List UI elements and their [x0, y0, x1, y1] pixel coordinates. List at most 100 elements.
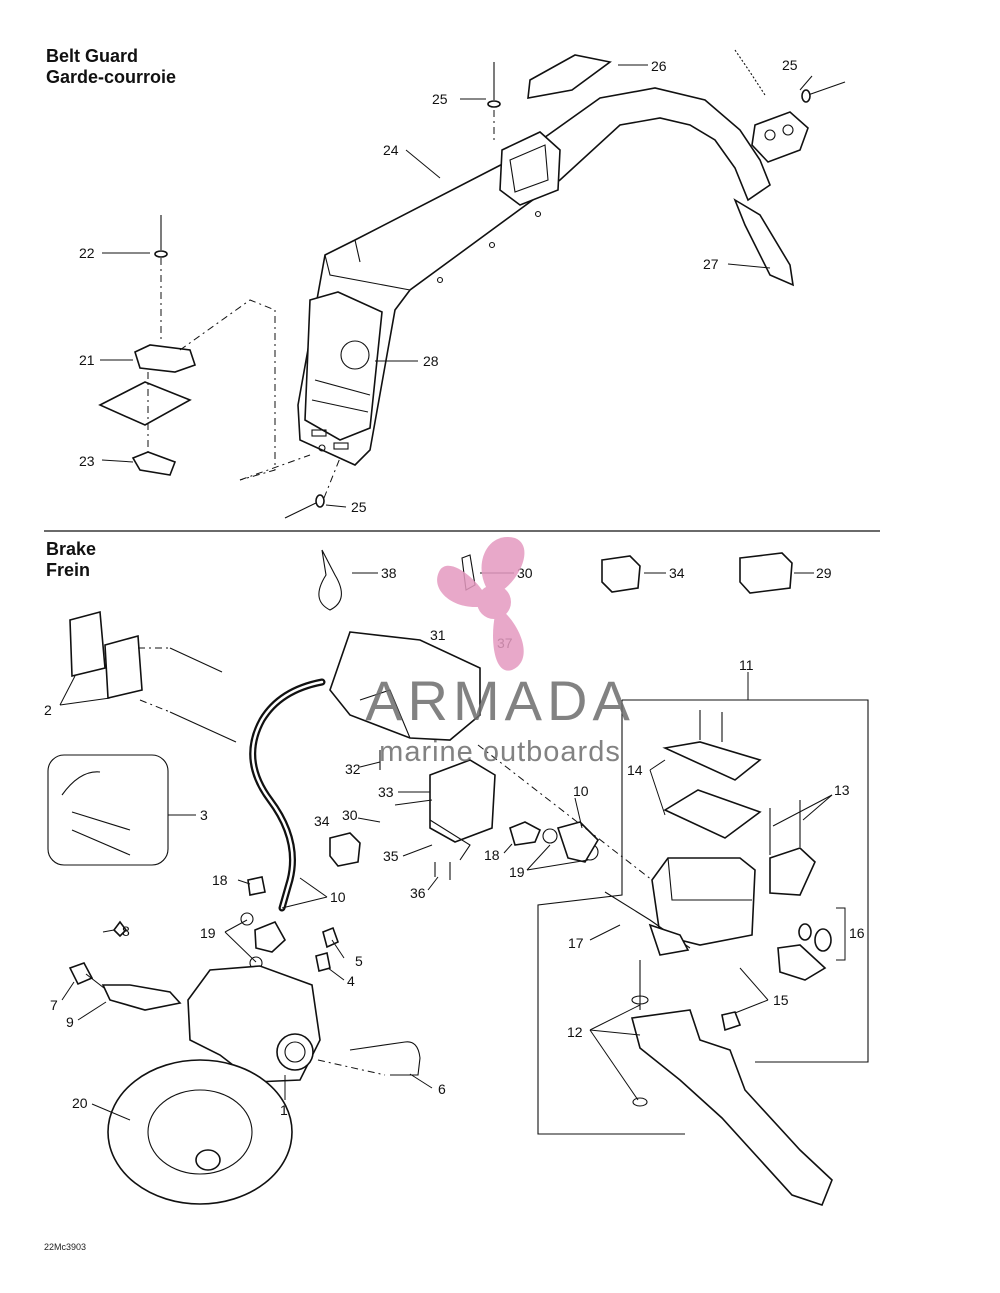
bleeder-screw	[315, 952, 331, 972]
brake-disc-hub	[147, 1089, 253, 1175]
callout-18-lower: 18	[212, 872, 228, 888]
rivet-right-shank	[807, 81, 846, 96]
guard-clip	[499, 131, 561, 206]
boot-16-b	[798, 923, 812, 941]
guard-hole-2	[436, 276, 444, 284]
cable-tie	[318, 549, 342, 611]
callout-12: 12	[567, 1024, 583, 1040]
master-cylinder-frame-2	[537, 700, 685, 1135]
connector-34-lower	[329, 832, 361, 867]
mounting-pad	[98, 381, 192, 426]
brake-pad-1	[69, 610, 106, 678]
lever-clip	[632, 1097, 648, 1107]
nut-15	[721, 1011, 742, 1032]
brake-pad-2	[104, 634, 143, 699]
washer-top	[542, 828, 558, 844]
belt-guard-edge	[324, 254, 411, 291]
label-strip	[527, 54, 612, 99]
belt-guard-edge-2	[354, 239, 361, 263]
callout-36: 36	[410, 885, 426, 901]
watermark-brand: ARMADA	[365, 669, 635, 732]
callout-25-right: 25	[782, 57, 798, 73]
propeller-icon	[437, 536, 525, 671]
callout-38: 38	[381, 565, 397, 581]
pad-pin-axis-2	[139, 699, 171, 713]
callout-19-lower: 19	[200, 925, 216, 941]
callout-9: 9	[66, 1014, 74, 1030]
callout-14: 14	[627, 762, 643, 778]
callout-30-top: 30	[517, 565, 533, 581]
rivet-right-head	[801, 89, 811, 103]
brake-title: Brake Frein	[46, 539, 96, 581]
cable-end	[648, 923, 690, 956]
callout-3: 3	[200, 807, 208, 823]
callout-20: 20	[72, 1095, 88, 1111]
callout-19-top: 19	[509, 864, 525, 880]
brake-switch	[429, 759, 496, 843]
guard-bracket-right	[751, 111, 809, 163]
callout-15: 15	[773, 992, 789, 1008]
bracket-23	[131, 451, 177, 476]
pin-kit-box	[47, 754, 169, 866]
kit-pin-1	[71, 811, 131, 831]
callout-10-lower: 10	[330, 889, 346, 905]
kit-pin-2	[71, 829, 131, 856]
rivet-bottom-head	[315, 494, 325, 508]
watermark: ARMADA marine outboards	[365, 536, 635, 768]
callout-8: 8	[122, 923, 130, 939]
spring-detail	[734, 49, 766, 96]
guard-slot-2	[333, 442, 349, 450]
belt-guard-title-fr: Garde-courroie	[46, 67, 177, 87]
guard-hole-3	[488, 241, 496, 249]
callout-34-lower: 34	[314, 813, 330, 829]
callout-25-bottom: 25	[351, 499, 367, 515]
brake-drawing	[47, 549, 869, 1206]
callout-16: 16	[849, 925, 865, 941]
callout-23: 23	[79, 453, 95, 469]
caliper-piston	[276, 1033, 314, 1071]
callout-21: 21	[79, 352, 95, 368]
figure-code: 22Mc3903	[44, 1242, 87, 1252]
banjo-fitting-lower	[254, 920, 287, 953]
callout-26: 26	[651, 58, 667, 74]
decal-stripe	[314, 379, 371, 396]
brake-lever	[630, 1009, 833, 1206]
callout-18-top: 18	[484, 847, 500, 863]
callout-22: 22	[79, 245, 95, 261]
decal-stripe-2	[311, 399, 369, 413]
banjo-bolt-top	[509, 821, 542, 846]
callout-17: 17	[568, 935, 584, 951]
banjo-fitting-top	[556, 821, 600, 863]
belt-guard-title: Belt Guard Garde-courroie	[46, 46, 176, 88]
washer-lower	[240, 912, 254, 926]
propeller-blade-3	[493, 610, 524, 671]
guard-clip-inner	[509, 144, 549, 193]
callout-13: 13	[834, 782, 850, 798]
callout-31: 31	[430, 627, 446, 643]
brake-leaders	[59, 572, 846, 1121]
callout-5: 5	[355, 953, 363, 969]
callout-2: 2	[44, 702, 52, 718]
callout-10-top: 10	[573, 783, 589, 799]
belt-guard-title-en: Belt Guard	[46, 46, 139, 66]
switch-bracket	[429, 819, 471, 861]
assembly-outline	[179, 299, 276, 481]
brake-title-en: Brake	[46, 539, 97, 559]
callout-24: 24	[383, 142, 399, 158]
handlebar-clamp	[769, 847, 816, 896]
guard-slot	[311, 429, 327, 437]
reservoir-gasket	[663, 789, 762, 839]
switch-plunger	[394, 799, 433, 806]
rivet-bottom-axis	[323, 457, 341, 499]
callout-33: 33	[378, 784, 394, 800]
callout-1: 1	[280, 1102, 288, 1118]
lever-washer	[631, 995, 649, 1005]
switch-boot-fold	[359, 689, 411, 739]
brake-disc-bore	[195, 1149, 221, 1171]
brake-title-fr: Frein	[46, 560, 91, 580]
brake-hose	[249, 678, 326, 912]
wire-6	[349, 1041, 421, 1076]
bracket-hole	[764, 129, 776, 141]
